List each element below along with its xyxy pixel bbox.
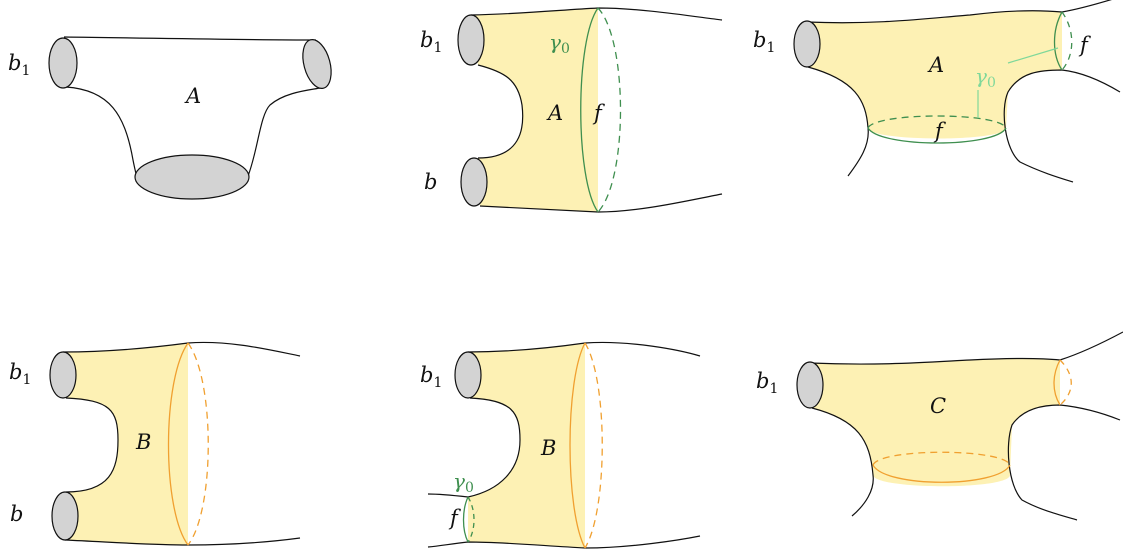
boundary-disk-b1 xyxy=(454,351,482,399)
label-b1: b1 xyxy=(8,51,30,79)
panel-6-region-C: b1 C xyxy=(756,331,1123,521)
label-f: f xyxy=(448,506,461,530)
label-f-right: f xyxy=(1078,33,1091,57)
label-C: C xyxy=(930,394,946,418)
boundary-disk-b1 xyxy=(48,37,78,89)
pointer-line-right xyxy=(1007,47,1059,64)
label-A: A xyxy=(927,53,944,77)
curve-front xyxy=(167,342,189,546)
curve-orange-back xyxy=(584,342,603,549)
boundary-disk-b xyxy=(460,157,488,207)
label-f-bottom: f xyxy=(933,119,946,143)
boundary-disk-b xyxy=(51,491,79,541)
label-b1: b1 xyxy=(753,28,775,56)
label-gamma0: γ0 xyxy=(549,30,570,57)
label-A: A xyxy=(546,101,563,125)
panel-5-region-B: b1 B f γ0 xyxy=(420,341,701,549)
boundary-disk-b1 xyxy=(457,14,485,66)
label-gamma0: γ0 xyxy=(975,64,996,91)
curve-f-bottom-back xyxy=(867,115,1007,129)
curve-f-front xyxy=(462,496,469,543)
boundary-disk-bottom xyxy=(134,154,250,200)
label-b1: b1 xyxy=(756,369,778,397)
panel-4-shaded-region xyxy=(63,343,188,545)
curve-f-right-front xyxy=(1053,11,1063,71)
label-B: B xyxy=(135,430,151,454)
label-B: B xyxy=(540,436,556,460)
panel-5-shaded-region xyxy=(468,343,585,548)
label-b1: b1 xyxy=(420,363,442,391)
curve-f-back xyxy=(597,7,622,213)
label-b1: b1 xyxy=(420,28,442,56)
curve-f-right-back xyxy=(1061,11,1073,71)
curve-f-back xyxy=(467,496,475,543)
panel-1-pants-A: b1 A xyxy=(8,36,332,200)
curve-bottom-back xyxy=(872,451,1011,466)
panel-4-region-B: b1 b B xyxy=(9,341,301,546)
panel-6-outline xyxy=(809,331,1123,521)
boundary-disk-right xyxy=(302,39,332,89)
curve-bottom-front xyxy=(872,464,1011,483)
panel-2-shaded-region xyxy=(471,8,598,212)
boundary-disk-b1 xyxy=(793,20,821,68)
curve-orange-front xyxy=(569,342,586,549)
panel-6-shaded-region xyxy=(810,358,1060,487)
panel-2-region-A: b1 b A f γ0 xyxy=(420,7,723,213)
panel-3-region-A: b1 A f f γ0 xyxy=(753,0,1121,183)
label-gamma0: γ0 xyxy=(453,469,474,496)
label-b: b xyxy=(10,502,23,526)
curve-back xyxy=(187,342,209,546)
label-A: A xyxy=(184,84,201,108)
boundary-disk-b1 xyxy=(796,361,824,409)
curve-f-front xyxy=(580,7,599,213)
label-f: f xyxy=(592,101,605,125)
curve-f-bottom-front xyxy=(867,127,1007,144)
label-b1: b1 xyxy=(9,360,31,388)
label-b: b xyxy=(424,170,437,194)
panel-3-shaded-region xyxy=(807,10,1062,139)
curve-right-front xyxy=(1053,359,1061,406)
curve-right-back xyxy=(1059,359,1072,406)
boundary-disk-b1 xyxy=(49,351,77,399)
